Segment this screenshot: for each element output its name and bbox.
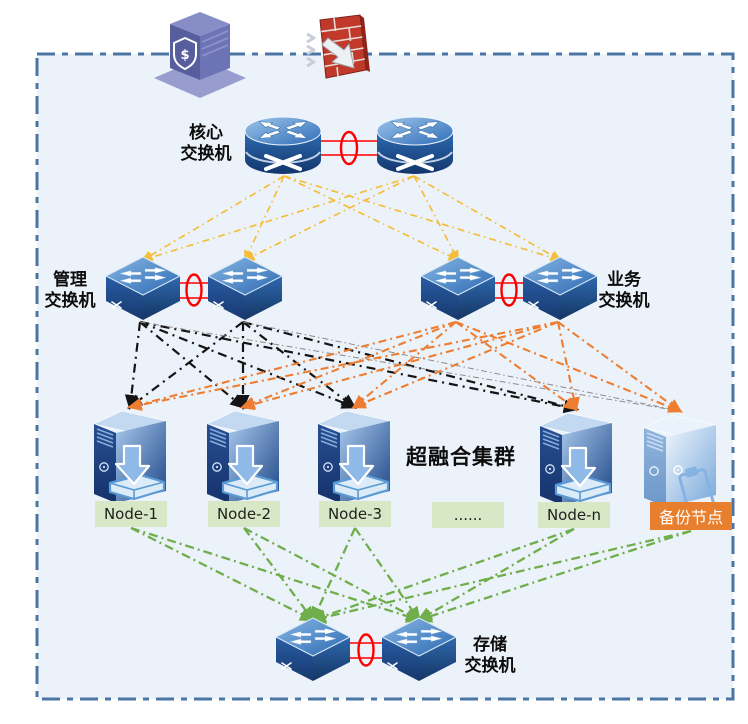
business-switch-label-line1: 业务 [607, 270, 641, 290]
edge-node-1-to-stor-1 [130, 526, 317, 622]
firewall-icon [304, 12, 372, 86]
edge-node-n-to-stor-1 [309, 527, 575, 623]
business-switch-1-icon [420, 256, 496, 322]
red-ellipse-link-icon [357, 633, 375, 667]
edge-biz-2-to-node-n [556, 321, 580, 413]
core-switch-label-line2: 交换机 [180, 144, 232, 164]
edge-biz-1-to-backup [455, 321, 683, 413]
edge-biz-2-to-node-1 [126, 320, 559, 411]
core-switch-label: 核心 交换机 [170, 123, 242, 165]
storage-switch-2-icon [381, 617, 457, 683]
edge-biz-1-to-node-3 [351, 321, 457, 410]
edge-node-2-to-stor-2 [243, 526, 423, 622]
edge-mgmt-1-to-node-2 [139, 321, 246, 410]
link-aggregation-business [494, 273, 524, 307]
link-aggregation-storage [349, 633, 383, 667]
cluster-title: 超融合集群 [406, 445, 516, 469]
backup-label: 备份节点 [650, 502, 732, 530]
edge-node-n-to-stor-2 [416, 528, 575, 622]
edge-node-2-to-stor-1 [243, 527, 316, 623]
edge-biz-2-to-node-2 [239, 320, 559, 411]
edge-core-1-to-biz-2 [283, 175, 563, 263]
edge-mgmt-2-to-node-3 [242, 321, 357, 410]
core-switch-2-router-icon [375, 115, 455, 177]
mgmt-switch-1-icon [105, 256, 181, 322]
edge-core-2-to-mgmt-2 [242, 175, 415, 262]
node-n-label: Node-n [538, 502, 610, 528]
edge-biz-1-to-node-1 [126, 320, 457, 411]
edge-core-1-to-mgmt-1 [140, 175, 285, 262]
edge-mgmt-1-to-node-3 [139, 320, 358, 409]
storage-switch-label: 存储 交换机 [452, 635, 528, 677]
edge-backup-to-stor-1 [309, 529, 692, 624]
link-aggregation-mgmt [179, 273, 209, 307]
node-3-label: Node-3 [319, 501, 391, 527]
storage-switch-label-line1: 存储 [473, 635, 507, 655]
edge-biz-2-to-node-3 [351, 321, 559, 409]
backup-server-tower-icon [638, 408, 722, 512]
core-switch-1-router-icon [243, 115, 323, 177]
mgmt-switch-label-line1: 管理 [53, 270, 87, 290]
node-n-server-tower-icon [534, 406, 618, 510]
red-ellipse-link-icon [339, 130, 359, 166]
mgmt-switch-label-line2: 交换机 [44, 291, 96, 311]
red-ellipse-link-icon [185, 273, 203, 307]
edge-mgmt-1-to-node-1 [124, 321, 142, 411]
edge-biz-1-to-node-2 [240, 321, 457, 409]
security-appliance-icon [152, 8, 248, 104]
edge-core-2-to-mgmt-1 [140, 175, 415, 263]
edge-node-1-to-stor-2 [130, 526, 423, 623]
storage-switch-label-line2: 交换机 [464, 656, 516, 676]
edge-mgmt-2-to-node-n [242, 320, 580, 413]
mgmt-switch-2-icon [207, 256, 283, 322]
business-switch-label: 业务 交换机 [586, 270, 662, 312]
edge-biz-2-to-backup [557, 321, 683, 413]
connection-lines [124, 175, 692, 624]
edge-core-1-to-mgmt-2 [243, 175, 285, 263]
business-switch-label-line2: 交换机 [598, 291, 650, 311]
node-3-server-tower-icon [312, 404, 396, 508]
node-1-label: Node-1 [95, 501, 167, 527]
dots-label: ...... [432, 502, 504, 528]
node-2-label: Node-2 [208, 501, 280, 527]
mgmt-switch-label: 管理 交换机 [34, 270, 106, 312]
storage-switch-1-icon [275, 617, 351, 683]
core-switch-label-line1: 核心 [189, 123, 223, 143]
edge-biz-1-to-node-n [455, 321, 579, 411]
node-1-server-tower-icon [88, 404, 172, 508]
red-ellipse-link-icon [500, 273, 518, 307]
link-aggregation-core [321, 130, 377, 166]
node-2-server-tower-icon [201, 404, 285, 508]
edge-node-3-to-stor-1 [311, 527, 357, 624]
edge-mgmt-1-to-backup [139, 321, 681, 412]
edge-core-2-to-biz-2 [413, 175, 563, 262]
